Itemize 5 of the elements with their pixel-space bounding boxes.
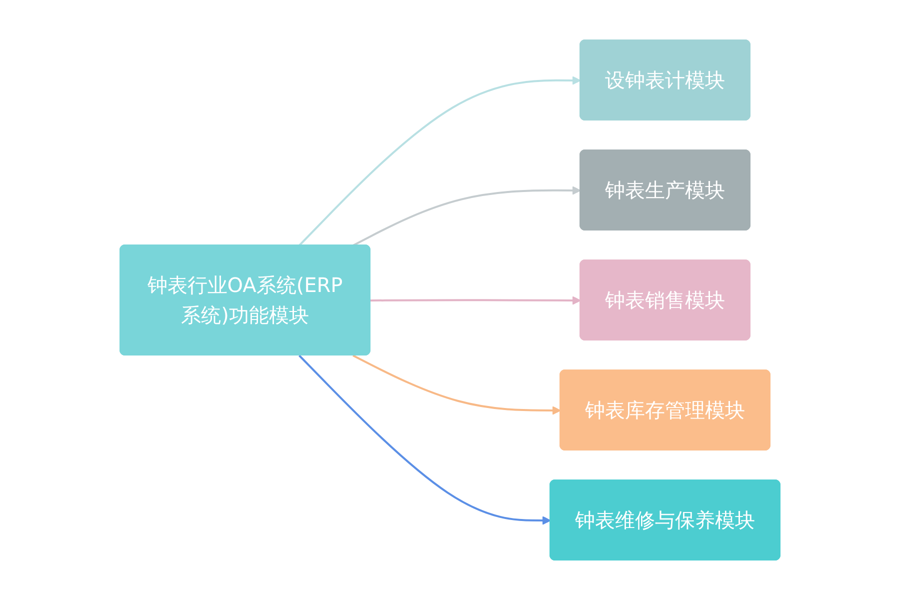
arrow (370, 296, 581, 305)
arrow (298, 354, 551, 525)
arrow (352, 354, 561, 415)
arrow (352, 186, 581, 246)
arrow (298, 76, 581, 246)
